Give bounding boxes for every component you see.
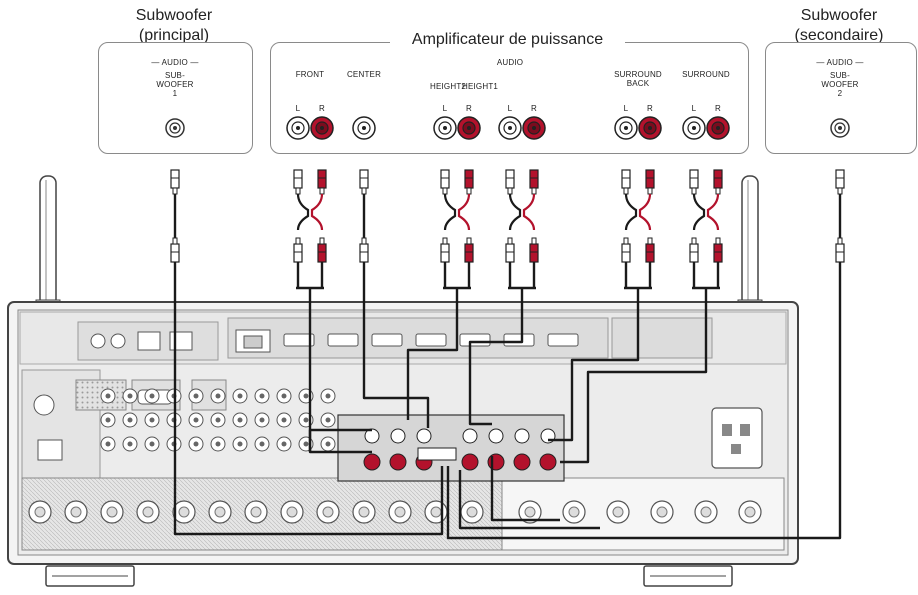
amp-channel-r-label: R — [715, 104, 721, 113]
sub2-jack — [830, 118, 850, 138]
amp-channel-l-label: L — [507, 104, 513, 113]
amplifier-title: Amplificateur de puissance — [390, 30, 625, 50]
subwoofer-secondary-title-line1: Subwoofer — [800, 7, 878, 24]
hdmi-port-icon — [415, 333, 447, 347]
route-sub1 — [173, 262, 444, 536]
subwoofer-secondary-jack-label: SUB- WOOFER 2 — [800, 71, 880, 98]
subwoofer-main-title-line1: Subwoofer — [135, 7, 213, 24]
cable-front — [293, 169, 327, 290]
amp-channel-name: SURROUND — [682, 70, 730, 79]
amplifier-audio-label: AUDIO — [450, 58, 570, 67]
subwoofer-main-audio-label: — AUDIO — — [151, 58, 199, 67]
amp-channel-label-front: FRONT — [275, 70, 345, 79]
sub2-jack-line2: WOOFER — [821, 80, 859, 89]
pre-out-jack-red — [363, 453, 381, 471]
route-surround-back — [548, 288, 640, 442]
route-extra-1 — [490, 456, 560, 522]
sub2-jack-line1: SUB- — [830, 71, 850, 80]
cable-surround-back — [621, 169, 655, 290]
pre-out-jack — [488, 428, 504, 444]
speaker-terminals-right — [518, 500, 762, 524]
subwoofer-secondary-title-line2: (secondaire) — [794, 27, 884, 44]
route-height1 — [468, 288, 524, 426]
amp-channel-name: SURROUND — [614, 70, 662, 79]
subwoofer-secondary-audio-label: — AUDIO — — [816, 58, 864, 67]
amp-channel-r-label: R — [319, 104, 325, 113]
amp-channel-r-label: R — [466, 104, 472, 113]
speaker-terminals — [28, 500, 484, 524]
amplifier-audio-text: AUDIO — [496, 58, 524, 67]
hdmi-ports — [283, 333, 579, 347]
ac-inlet-icon — [711, 407, 763, 469]
hdmi-port-icon — [459, 333, 491, 347]
sub1-jack-line2: WOOFER — [156, 80, 194, 89]
amp-channel-l-label: L — [442, 104, 448, 113]
pre-out-jack — [390, 428, 406, 444]
hdmi-port-icon — [327, 333, 359, 347]
subwoofer-main-audio-text: AUDIO — [161, 58, 188, 67]
cable-center — [359, 169, 369, 263]
route-extra-2 — [458, 470, 600, 530]
hdmi-port-icon — [503, 333, 535, 347]
subwoofer-secondary-audio-text: AUDIO — [826, 58, 853, 67]
cables — [170, 169, 845, 540]
sub1-jack-line1: SUB- — [165, 71, 185, 80]
pre-out-jack-red — [513, 453, 531, 471]
sub2-jack-line3: 2 — [837, 89, 843, 98]
cable-sub2 — [835, 169, 845, 263]
cable-surround — [689, 169, 723, 290]
antenna-left-icon — [35, 175, 61, 319]
amp-channel-name-line2: BACK — [626, 79, 650, 88]
amp-jacks — [286, 116, 730, 140]
pre-out-jack-red — [461, 453, 479, 471]
receiver-input-jacks — [100, 388, 336, 452]
hdmi-port-icon — [283, 333, 315, 347]
pre-out-jack-red — [487, 453, 505, 471]
subwoofer-main-jack-label: SUB- WOOFER 1 — [135, 71, 215, 98]
av-receiver — [7, 175, 799, 587]
hdmi-port-icon — [547, 333, 579, 347]
amp-channel-name: CENTER — [346, 70, 382, 79]
amp-channel-r-label: R — [531, 104, 537, 113]
route-sub2 — [446, 262, 842, 540]
pre-out-jacks — [363, 428, 557, 471]
amp-channel-name: HEIGHT2 — [430, 82, 467, 91]
subwoofer-secondary-title: Subwoofer (secondaire) — [769, 6, 909, 46]
pre-out-jack — [462, 428, 478, 444]
pre-out-jack-red — [539, 453, 557, 471]
amp-channel-name: FRONT — [295, 70, 325, 79]
amp-channel-name: HEIGHT1 — [462, 82, 499, 91]
sub1-jack-line3: 1 — [172, 89, 178, 98]
antenna-right-icon — [737, 175, 763, 319]
cable-height1 — [505, 169, 539, 290]
subwoofer-main-title-line2: (principal) — [138, 27, 210, 44]
cable-height2 — [440, 169, 474, 290]
cable-sub1 — [170, 169, 180, 263]
pre-out-jack — [514, 428, 530, 444]
route-height2 — [406, 288, 459, 420]
route-center — [362, 262, 430, 428]
pre-out-jack — [416, 428, 432, 444]
sub-pre-out-label-box — [417, 447, 457, 461]
amp-channel-r-label: R — [647, 104, 653, 113]
amp-channel-label-height2: HEIGHT2 — [430, 82, 467, 91]
route-front-r — [308, 428, 372, 452]
amp-channel-l-label: L — [295, 104, 301, 113]
subwoofer-main-title: Subwoofer (principal) — [104, 6, 244, 46]
amp-channel-l-label: L — [691, 104, 697, 113]
amp-channel-label-height1: HEIGHT1 — [462, 82, 512, 91]
hdmi-port-icon — [371, 333, 403, 347]
route-surround — [560, 288, 708, 464]
sub1-jack — [165, 118, 185, 138]
amp-channel-l-label: L — [623, 104, 629, 113]
pre-out-jack-red — [389, 453, 407, 471]
amp-channel-label-center: CENTER — [329, 70, 399, 79]
amp-channel-label-surround: SURROUND — [671, 70, 741, 79]
